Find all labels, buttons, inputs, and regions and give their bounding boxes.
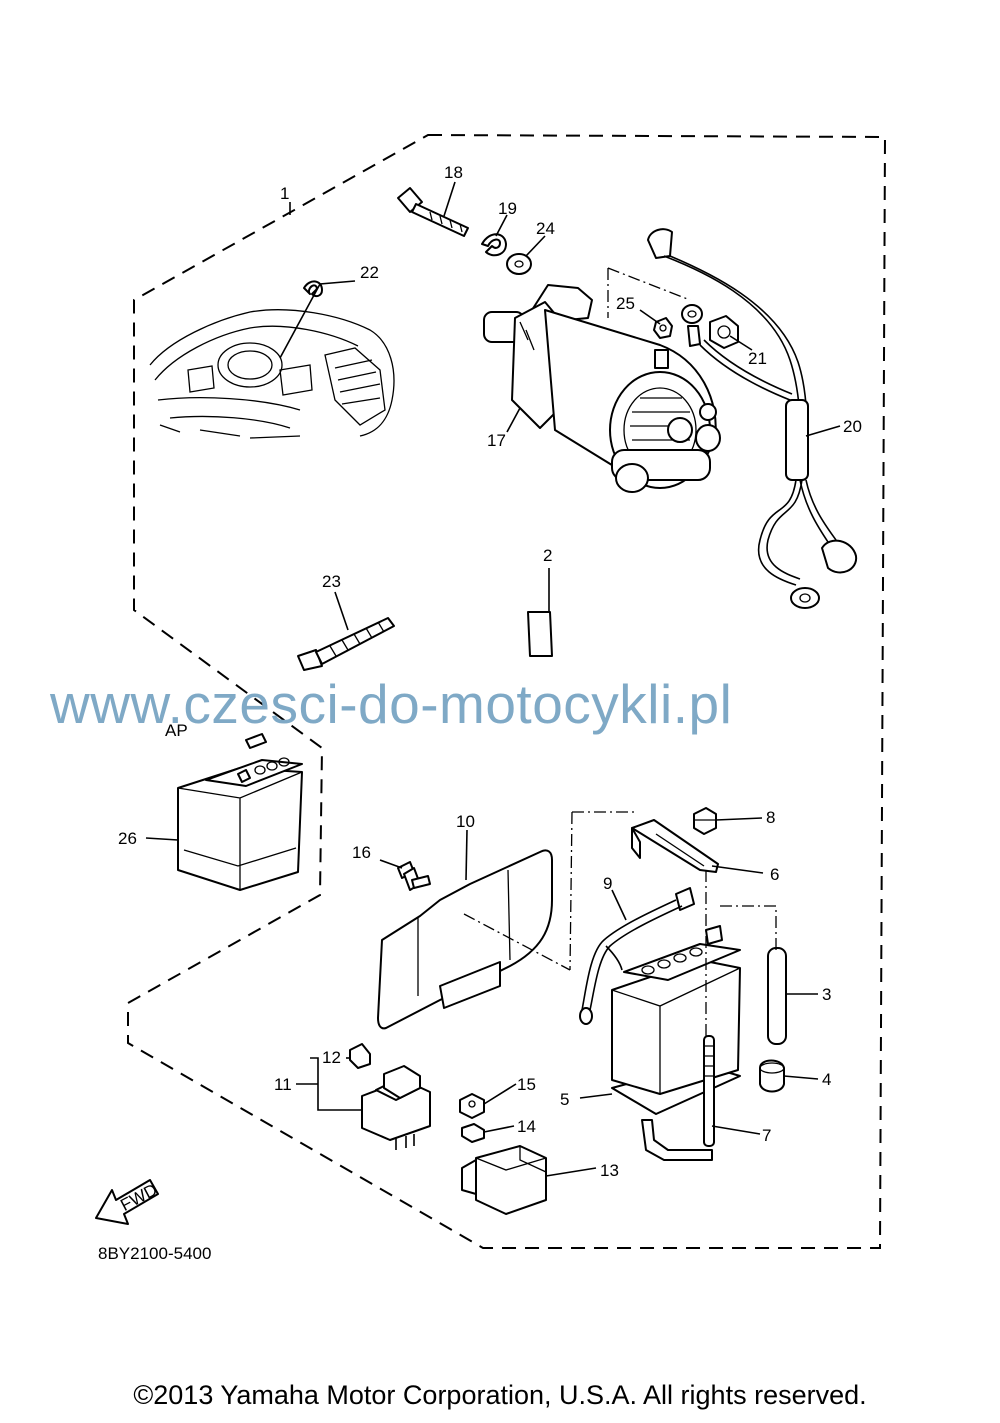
nut-8 [693, 807, 717, 835]
part-label-26: 26 [118, 829, 137, 848]
starter-cable-20 [647, 228, 858, 609]
watermark-url: www.czesci-do-motocykli.pl [50, 673, 733, 735]
part-label-6: 6 [770, 865, 779, 884]
part-label-12: 12 [322, 1048, 341, 1067]
battery-main [611, 925, 741, 1095]
part-label-15: 15 [517, 1075, 536, 1094]
part-label-2: 2 [543, 546, 552, 565]
pad-2 [527, 611, 553, 657]
part-label-19: 19 [498, 199, 517, 218]
part-label-18: 18 [444, 163, 463, 182]
part-label-9: 9 [603, 874, 612, 893]
part-label-25: 25 [616, 294, 635, 313]
part-label-24: 24 [536, 219, 555, 238]
part-label-14: 14 [517, 1117, 536, 1136]
part-label-22: 22 [360, 263, 379, 282]
part-label-8: 8 [766, 808, 775, 827]
fwd-arrow-icon: FWD [95, 1179, 160, 1225]
part-label-23: 23 [322, 572, 341, 591]
part-label-13: 13 [600, 1161, 619, 1180]
cable-tie-23 [297, 617, 395, 671]
ref-line [720, 905, 777, 950]
part-label-1: 1 [280, 184, 289, 203]
relay-11 [361, 1065, 431, 1150]
starter-motor [483, 284, 721, 493]
part-label-7: 7 [762, 1126, 771, 1145]
part-label-11: 11 [274, 1075, 292, 1094]
nut-15 [459, 1093, 485, 1119]
grommet-4 [759, 1059, 785, 1093]
part-label-3: 3 [822, 985, 831, 1004]
engine-block-sketch [149, 309, 395, 439]
washer-24 [506, 253, 532, 275]
part-13 [461, 1145, 547, 1215]
part-label-21: 21 [748, 349, 767, 368]
part-label-16: 16 [352, 843, 371, 862]
battery-26 [177, 733, 303, 891]
part-label-5: 5 [560, 1090, 569, 1109]
rod-7 [641, 1035, 715, 1161]
copyright-notice: ©2013 Yamaha Motor Corporation, U.S.A. A… [133, 1380, 867, 1410]
fwd-label: FWD [117, 1180, 160, 1215]
nut-21 [709, 315, 739, 349]
cover-12 [349, 1043, 371, 1069]
tube-3 [767, 947, 787, 1045]
catalog-code: 8BY2100-5400 [98, 1244, 211, 1263]
bolt-16 [397, 861, 431, 891]
cover-10 [377, 849, 553, 1030]
ap-label: AP [165, 721, 188, 740]
part-label-4: 4 [822, 1070, 831, 1089]
part-label-17: 17 [487, 431, 506, 450]
bolt-18 [397, 187, 469, 237]
assembly-boundary [127, 133, 887, 1249]
ref-line [569, 811, 573, 971]
lock-washer-19 [481, 233, 507, 257]
part-label-10: 10 [456, 812, 475, 831]
ref-line [463, 913, 571, 971]
part-label-20: 20 [843, 417, 862, 436]
washer-14 [461, 1123, 485, 1143]
battery-lead-9 [579, 887, 695, 1025]
bracket-6 [631, 819, 719, 873]
ref-line [607, 267, 691, 301]
leader-lines [145, 181, 841, 1177]
